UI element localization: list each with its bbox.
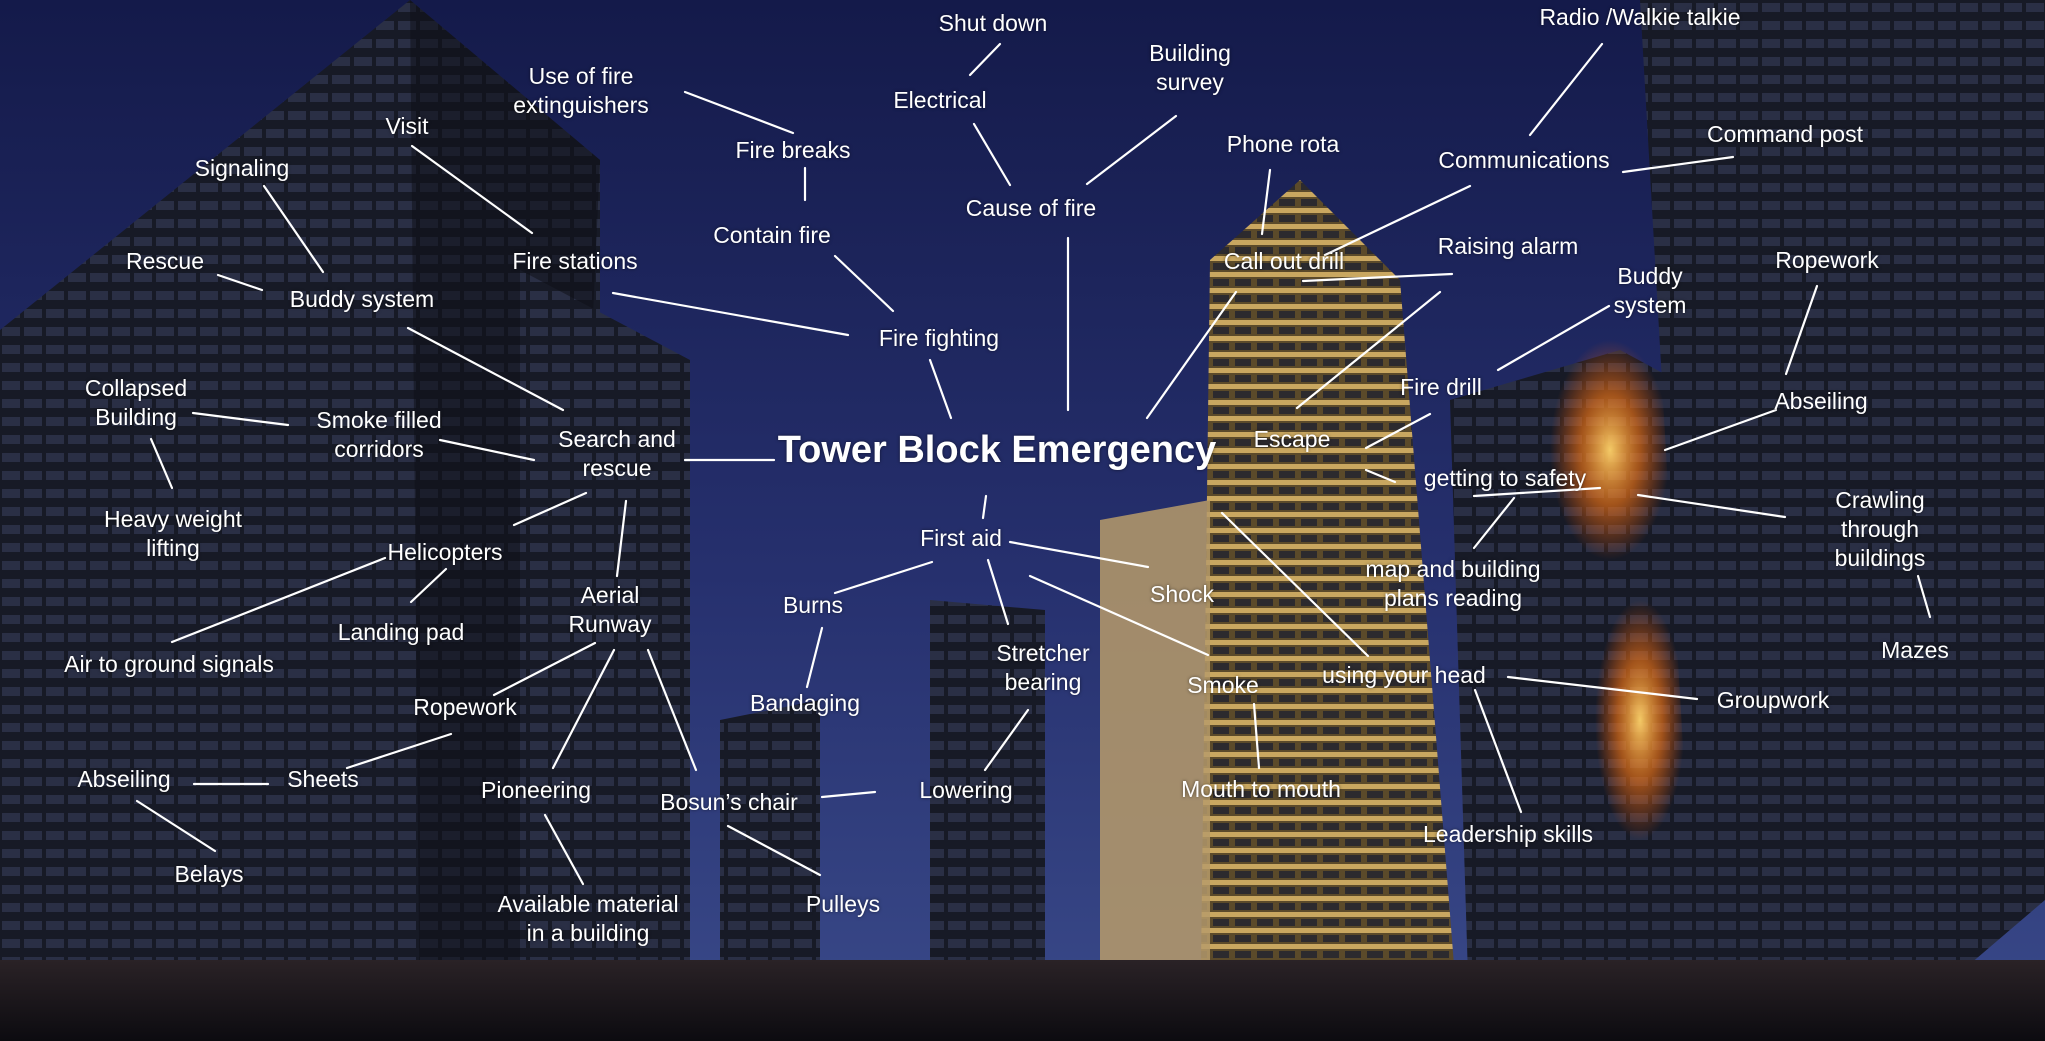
node-escape: Escape: [1253, 426, 1331, 452]
node-landing-pad: Landing pad: [337, 619, 465, 645]
node-first-aid: First aid: [920, 525, 1002, 551]
node-aerial-runway: Aerial Runway: [568, 582, 652, 637]
node-raising-alarm: Raising alarm: [1437, 233, 1579, 259]
node-burns: Burns: [782, 592, 844, 618]
node-cause-of-fire: Cause of fire: [965, 195, 1097, 221]
node-visit: Visit: [385, 113, 429, 139]
node-mazes: Mazes: [1881, 637, 1949, 663]
node-collapsed-building: Collapsed Building: [84, 375, 188, 430]
node-fire-breaks: Fire breaks: [735, 137, 851, 163]
node-stretcher-bearing: Stretcher bearing: [996, 640, 1090, 695]
node-belays: Belays: [174, 861, 244, 887]
node-lowering: Lowering: [919, 777, 1013, 803]
node-command-post: Command post: [1707, 121, 1863, 147]
node-shut-down: Shut down: [938, 10, 1048, 36]
node-bosuns-chair: Bosun’s chair: [660, 789, 798, 815]
node-leadership-skills: Leadership skills: [1422, 821, 1594, 847]
node-abseiling-right: Abseiling: [1774, 388, 1868, 414]
node-crawling-through-buildings: Crawling through buildings: [1834, 487, 1926, 571]
node-fire-stations: Fire stations: [512, 248, 638, 274]
node-communications: Communications: [1438, 147, 1610, 173]
node-use-of-fire-extinguishers: Use of fire extinguishers: [513, 63, 649, 118]
node-helicopters: Helicopters: [387, 539, 503, 565]
node-smoke: Smoke: [1187, 672, 1259, 698]
node-bandaging: Bandaging: [750, 690, 860, 716]
node-pulleys: Pulleys: [805, 891, 881, 917]
node-sheets: Sheets: [287, 766, 359, 792]
node-available-material: Available material in a building: [497, 891, 679, 946]
node-buddy-system-left: Buddy system: [289, 286, 435, 312]
node-abseiling-left: Abseiling: [77, 766, 171, 792]
node-search-and-rescue: Search and rescue: [558, 426, 676, 481]
node-shock: Shock: [1150, 581, 1214, 607]
node-getting-to-safety: getting to safety: [1423, 465, 1587, 491]
node-call-out-drill: Call out drill: [1223, 248, 1345, 274]
node-radio-walkie-talkie: Radio /Walkie talkie: [1539, 4, 1741, 30]
node-ropework-left: Ropework: [413, 694, 517, 720]
node-rescue: Rescue: [126, 248, 204, 274]
node-electrical: Electrical: [893, 87, 987, 113]
node-pioneering: Pioneering: [481, 777, 591, 803]
node-buddy-system-right: Buddy system: [1613, 263, 1687, 318]
node-building-survey: Building survey: [1149, 40, 1231, 95]
node-air-to-ground-signals: Air to ground signals: [64, 651, 274, 677]
node-signaling: Signaling: [194, 155, 290, 181]
node-contain-fire: Contain fire: [713, 222, 831, 248]
node-smoke-filled-corridors: Smoke filled corridors: [316, 407, 442, 462]
node-groupwork: Groupwork: [1716, 687, 1830, 713]
node-using-your-head: using your head: [1322, 662, 1486, 688]
node-fire-drill: Fire drill: [1400, 374, 1482, 400]
node-map-and-building-plans-reading: map and building plans reading: [1365, 556, 1541, 611]
node-heavy-weight-lifting: Heavy weight lifting: [103, 506, 243, 561]
central-title: Tower Block Emergency: [777, 429, 1217, 471]
node-ropework-right: Ropework: [1775, 247, 1879, 273]
node-phone-rota: Phone rota: [1226, 131, 1340, 157]
node-mouth-to-mouth: Mouth to mouth: [1181, 776, 1341, 802]
node-fire-fighting: Fire fighting: [878, 325, 1000, 351]
